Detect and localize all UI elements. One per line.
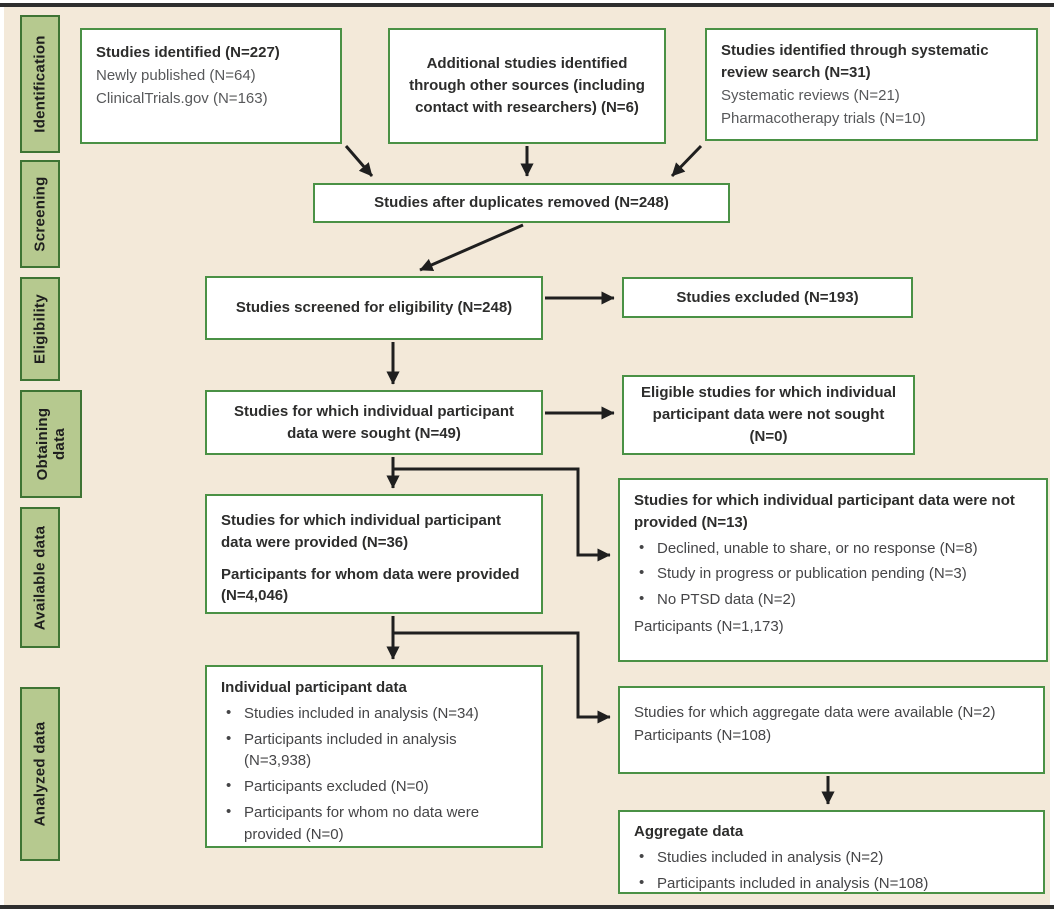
box-ipd-sought: Studies for which individual participant…: [205, 390, 543, 455]
box-paragraph: Participants for whom data were provided…: [221, 565, 520, 605]
bullet-item: No PTSD data (N=2): [634, 588, 1032, 611]
box-title: Studies identified (N=227): [96, 44, 280, 61]
top-rule: [0, 3, 1054, 7]
box-studies-identified: Studies identified (N=227) Newly publish…: [80, 28, 342, 144]
box-ipd-analyzed: Individual participant data Studies incl…: [205, 665, 543, 848]
box-aggregate-analyzed: Aggregate data Studies included in analy…: [618, 810, 1045, 894]
bullet-list: Studies included in analysis (N=34) Part…: [221, 702, 527, 846]
bullet-item: Declined, unable to share, or no respons…: [634, 537, 1032, 560]
box-aggregate-available: Studies for which aggregate data were av…: [618, 686, 1045, 774]
bullet-list: Declined, unable to share, or no respons…: [634, 537, 1032, 611]
box-footer: Participants (N=1,173): [634, 617, 784, 635]
stage-label-screening: Screening: [20, 160, 60, 268]
bullet-item: Participants included in analysis (N=108…: [634, 872, 1029, 895]
bottom-rule: [0, 905, 1054, 909]
stage-label-eligibility: Eligibility: [20, 277, 60, 381]
stage-label-obtaining-data: Obtaining data: [20, 390, 82, 498]
box-paragraph: Studies for which individual participant…: [221, 512, 502, 551]
box-line: ClinicalTrials.gov (N=163): [96, 90, 268, 107]
stage-label-available-data: Available data: [20, 507, 60, 648]
box-title: Eligible studies for which individual pa…: [640, 384, 897, 445]
box-line: Newly published (N=64): [96, 66, 256, 84]
box-screened: Studies screened for eligibility (N=248): [205, 276, 543, 340]
box-title: Studies for which individual participant…: [233, 402, 515, 442]
box-excluded: Studies excluded (N=193): [622, 277, 913, 318]
bullet-item: Study in progress or publication pending…: [634, 562, 1032, 585]
box-title: Studies screened for eligibility (N=248): [235, 299, 513, 317]
bullet-item: Participants excluded (N=0): [221, 775, 527, 798]
box-title: Individual participant data: [221, 679, 407, 696]
box-ipd-provided: Studies for which individual participant…: [205, 494, 543, 614]
box-title: Studies after duplicates removed (N=248): [374, 194, 669, 212]
box-line: Participants (N=108): [634, 726, 772, 744]
bullet-item: Participants for whom no data were provi…: [221, 801, 527, 846]
box-systematic-review: Studies identified through systematic re…: [705, 28, 1038, 141]
arrow-duplicates-to-screened: [419, 223, 524, 272]
box-title: Studies identified through systematic re…: [721, 42, 989, 81]
stage-label-analyzed-data: Analyzed data: [20, 687, 60, 861]
box-ipd-not-provided: Studies for which individual participant…: [618, 478, 1048, 662]
arrow-sought-to-not-provided: [393, 467, 611, 562]
box-title: Additional studies identified through ot…: [409, 55, 645, 116]
bullet-item: Studies included in analysis (N=2): [634, 846, 1029, 869]
box-line: Studies for which aggregate data were av…: [634, 704, 996, 721]
box-additional-studies: Additional studies identified through ot…: [388, 28, 666, 144]
bullet-item: Studies included in analysis (N=34): [221, 702, 527, 725]
box-title: Studies for which individual participant…: [634, 492, 1015, 531]
box-line: Pharmacotherapy trials (N=10): [721, 109, 926, 127]
arrow-systematic-to-duplicates: [670, 144, 703, 178]
stage-label-identification: Identification: [20, 15, 60, 153]
box-title: Aggregate data: [634, 823, 744, 840]
box-line: Systematic reviews (N=21): [721, 86, 900, 104]
box-ipd-not-sought: Eligible studies for which individual pa…: [622, 375, 915, 455]
bullet-list: Studies included in analysis (N=2) Parti…: [634, 846, 1029, 895]
bullet-item: Participants included in analysis (N=3,9…: [221, 728, 527, 773]
box-title: Studies excluded (N=193): [676, 288, 859, 306]
box-duplicates-removed: Studies after duplicates removed (N=248): [313, 183, 730, 223]
arrow-provided-to-aggregate-available: [393, 631, 611, 724]
arrow-identified-to-duplicates: [344, 145, 374, 177]
